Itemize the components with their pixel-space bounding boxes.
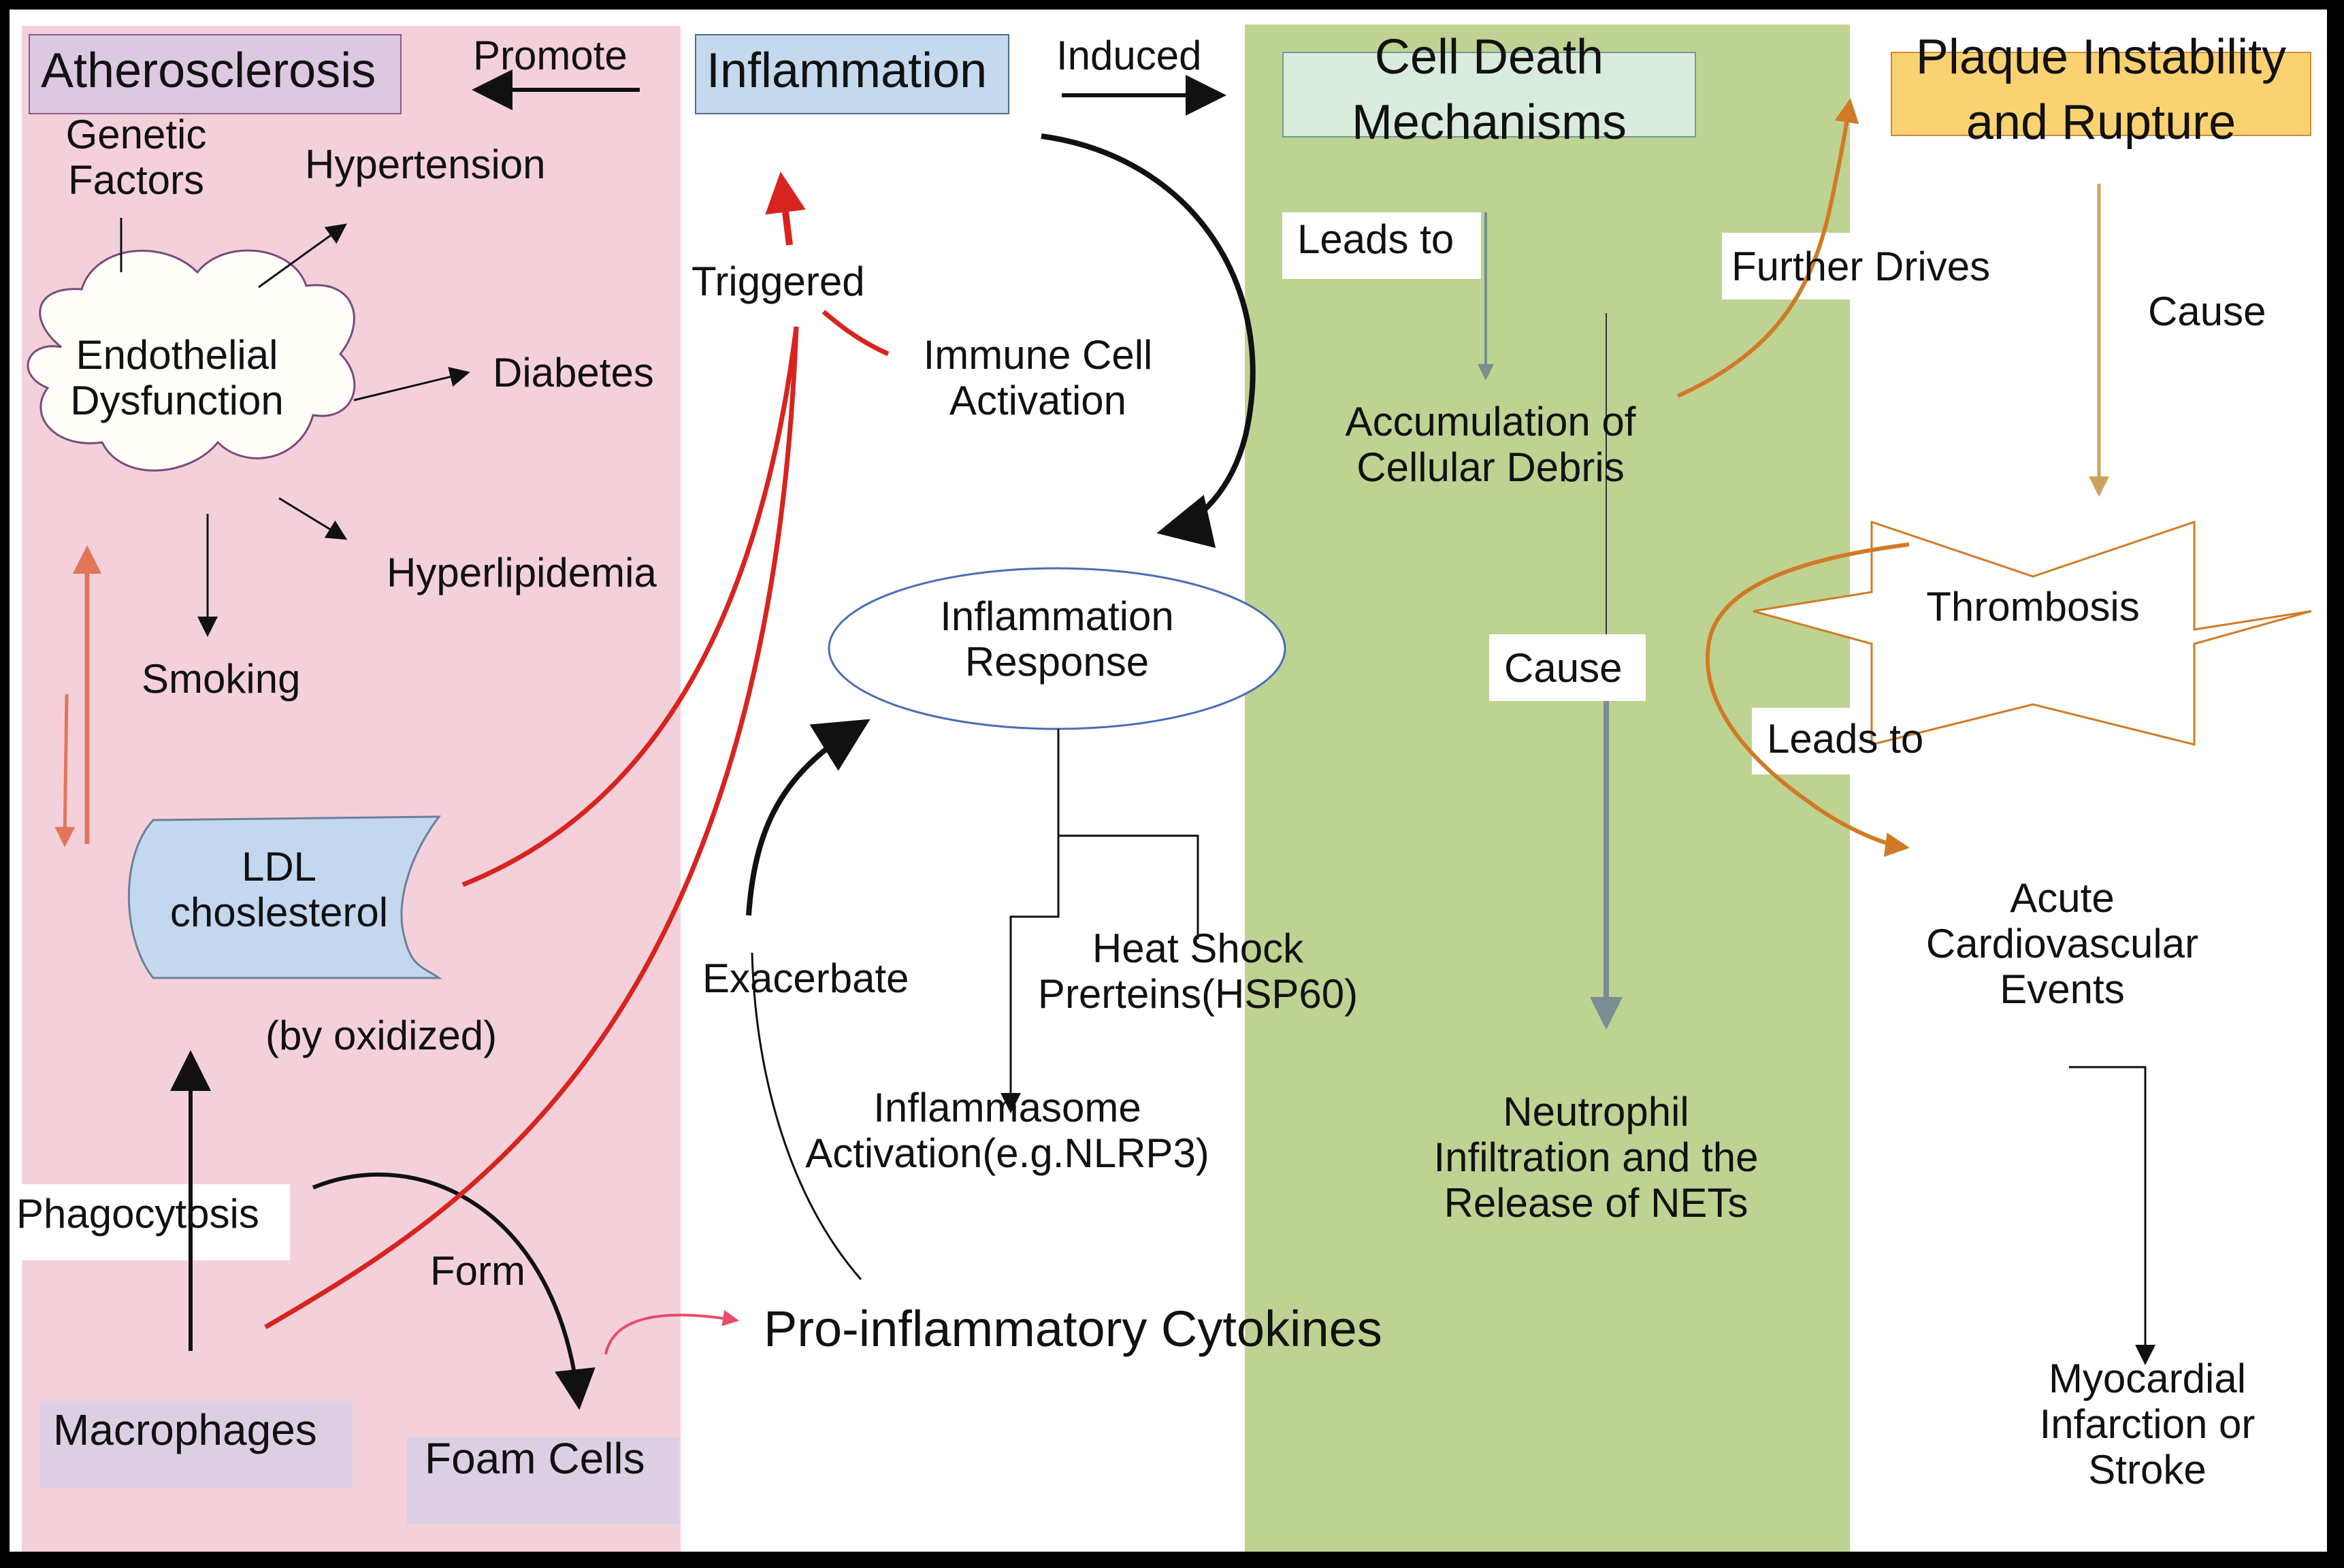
pro-inflammatory-cytokines-node: Pro-inflammatory Cytokines <box>764 1301 1382 1357</box>
atherosclerosis-panel <box>22 26 681 1552</box>
promote-label: Promote <box>473 33 628 78</box>
form-label: Form <box>430 1248 525 1294</box>
ldl-cholesterol-node: LDL choslesterol <box>153 844 405 935</box>
accumulation-line1: Accumulation of <box>1345 399 1636 444</box>
cause-2-label: Cause <box>2148 289 2266 334</box>
phagocytosis-label-bg <box>12 1184 290 1260</box>
inflammation-header: Inflammation <box>706 44 988 98</box>
inflammation-header-box <box>695 34 1009 114</box>
accumulation-line2: Cellular Debris <box>1356 444 1625 491</box>
genetic-factors-line2: Factors <box>67 157 205 203</box>
hypertension-node: Hypertension <box>305 142 546 187</box>
cause-1-label: Cause <box>1504 645 1623 691</box>
cell-death-header-box <box>1282 52 1696 137</box>
foam-cells-node: Foam Cells <box>425 1434 645 1483</box>
triggered-label-bg <box>681 245 885 321</box>
inflammasome-line2: Activation(e.g.NLRP3) <box>805 1130 1209 1177</box>
leads-to-1-label: Leads to <box>1297 216 1454 262</box>
inflammation-response-line2: Response <box>964 639 1150 685</box>
macrophages-node: Macrophages <box>53 1405 317 1454</box>
acute-line2: Cardiovascular <box>1925 921 2199 967</box>
endothelial-line1: Endothelial <box>76 332 278 378</box>
endothelial-line2: Dysfunction <box>70 378 284 424</box>
immune-line1: Immune Cell <box>923 332 1153 378</box>
acute-line1: Acute <box>2010 875 2115 921</box>
plaque-header-box <box>1891 52 2311 136</box>
genetic-factors-node: Genetic Factors <box>48 112 225 203</box>
genetic-factors-line1: Genetic <box>65 112 207 157</box>
plaque-header-line2: and Rupture <box>1966 95 2236 150</box>
leads-to-1-label-bg <box>1282 212 1481 279</box>
neutrophil-line3: Release of NETs <box>1444 1180 1748 1226</box>
further-drives-label: Further Drives <box>1731 244 1991 289</box>
plaque-header-line1: Plaque Instability <box>1915 30 2287 84</box>
inflammasome-activation-node: Inflammasome Activation(e.g.NLRP3) <box>783 1085 1232 1176</box>
hsp-line2: Prerteins(HSP60) <box>1037 971 1358 1017</box>
neutrophil-line1: Neutrophil <box>1503 1089 1689 1134</box>
ldl-line2: choslesterol <box>169 889 389 936</box>
phagocytosis-label: Phagocytosis <box>16 1191 259 1237</box>
thrombosis-node: Thrombosis <box>1926 584 2140 630</box>
heat-shock-proteins-node: Heat Shock Prerteins(HSP60) <box>1021 926 1375 1017</box>
neutrophil-infiltration-node: Neutrophil Infiltration and the Release … <box>1388 1089 1804 1226</box>
immune-cell-activation-node: Immune Cell Activation <box>885 332 1191 423</box>
smoking-node: Smoking <box>142 656 301 702</box>
diabetes-node: Diabetes <box>493 350 654 395</box>
by-oxidized-note: (by oxidized) <box>265 1013 498 1058</box>
atherosclerosis-header-box <box>29 34 402 114</box>
endothelial-dysfunction-node: Endothelial Dysfunction <box>41 332 313 423</box>
induced-label: Induced <box>1056 33 1202 78</box>
inflammasome-line1: Inflammasome <box>873 1085 1141 1130</box>
ldl-line1: LDL <box>241 844 317 889</box>
mi-line3: Stroke <box>2088 1447 2207 1493</box>
myocardial-infarction-node: Myocardial Infarction or Stroke <box>1974 1356 2321 1493</box>
macrophages-box <box>39 1401 353 1488</box>
inflammation-response-line1: Inflammation <box>940 593 1174 639</box>
atherosclerosis-header: Atherosclerosis <box>41 44 376 98</box>
cell-death-header-line1: Cell Death <box>1374 30 1604 84</box>
mi-line1: Myocardial <box>2048 1356 2247 1401</box>
acute-line3: Events <box>2000 966 2125 1013</box>
accumulation-debris-node: Accumulation of Cellular Debris <box>1307 399 1674 490</box>
inflammation-response-node: Inflammation Response <box>885 593 1229 685</box>
cause-1-label-bg <box>1489 634 1646 701</box>
immune-line2: Activation <box>949 378 1127 424</box>
triggered-label: Triggered <box>691 259 865 304</box>
leads-to-2-label: Leads to <box>1767 716 1924 762</box>
exacerbate-label: Exacerbate <box>702 956 909 1001</box>
hsp-line1: Heat Shock <box>1092 926 1304 971</box>
mi-line2: Infarction or <box>2039 1401 2256 1448</box>
neutrophil-line2: Infiltration and the <box>1433 1134 1759 1181</box>
acute-cardiovascular-events-node: Acute Cardiovascular Events <box>1892 875 2232 1013</box>
hyperlipidemia-node: Hyperlipidemia <box>387 550 657 595</box>
foam-cells-box <box>407 1437 679 1524</box>
cell-death-header-line2: Mechanisms <box>1351 95 1627 150</box>
